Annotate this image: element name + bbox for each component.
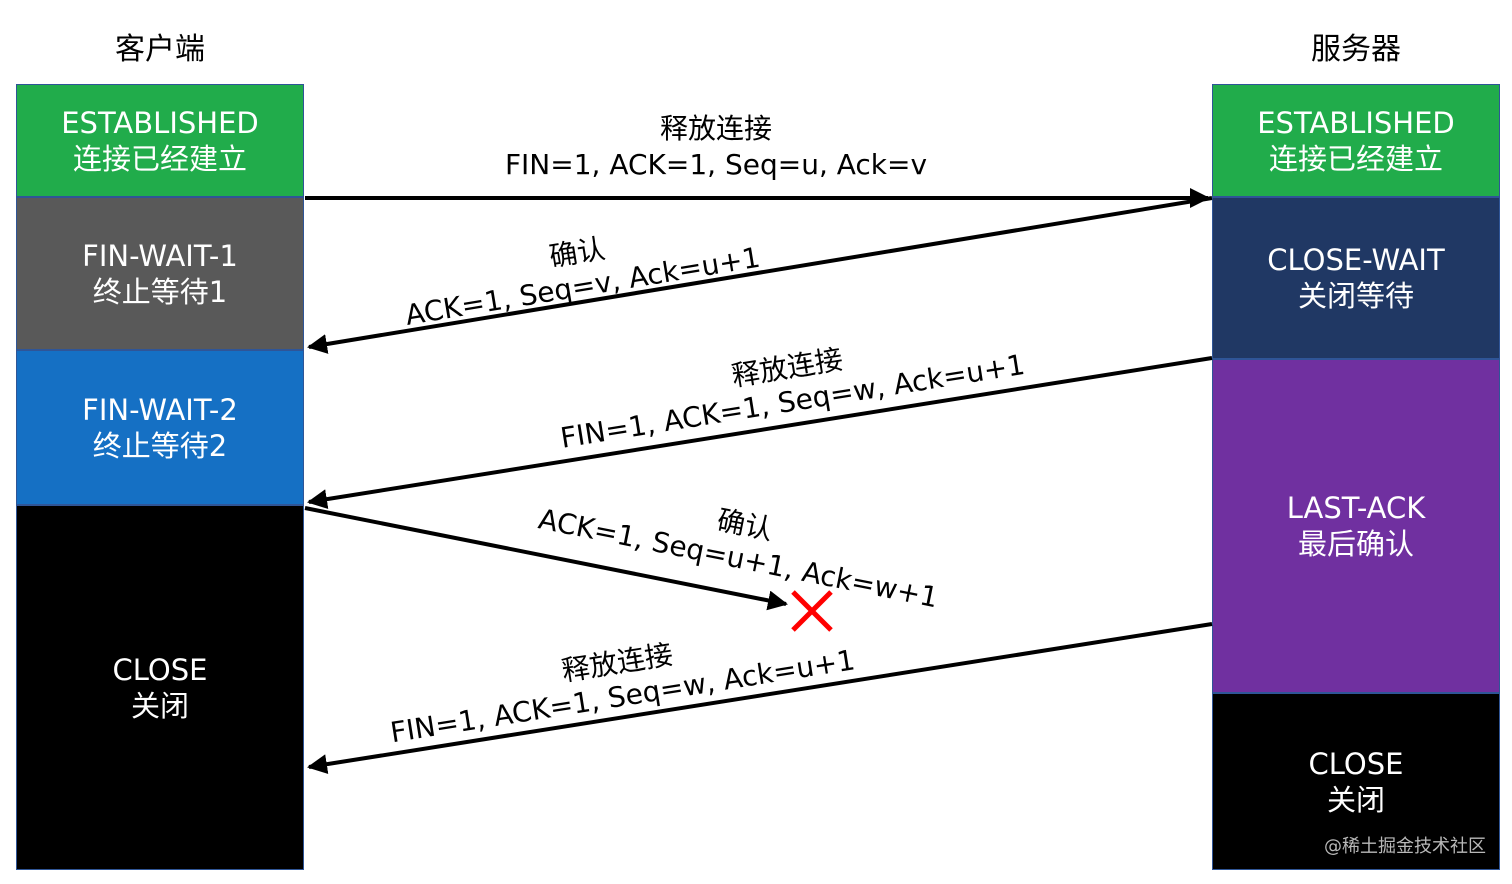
client-state-fin-wait-1: FIN-WAIT-1 终止等待1 (16, 197, 304, 350)
state-code: ESTABLISHED (61, 105, 259, 140)
client-state-close: CLOSE 关闭 (16, 505, 304, 870)
client-title: 客户端 (115, 32, 205, 67)
client-state-established: ESTABLISHED 连接已经建立 (16, 84, 304, 197)
state-code: CLOSE (1308, 746, 1404, 781)
arrow-ack-1 (307, 196, 1213, 354)
state-label: 最后确认 (1297, 527, 1414, 561)
server-title: 服务器 (1311, 32, 1401, 67)
state-label: 关闭等待 (1297, 279, 1414, 313)
state-label: 终止等待2 (92, 428, 228, 463)
arrow-fin-3 (307, 622, 1213, 775)
msg-1-title: 释放连接 (660, 112, 772, 145)
server-state-last-ack: LAST-ACK 最后确认 (1212, 359, 1500, 693)
server-state-close: CLOSE 关闭 (1212, 693, 1500, 870)
msg-1-params: FIN=1, ACK=1, Seq=u, Ack=v (505, 148, 927, 181)
state-code: CLOSE (112, 652, 208, 687)
arrow-ack-lost (304, 506, 788, 611)
state-code: FIN-WAIT-2 (82, 392, 238, 427)
state-code: CLOSE-WAIT (1267, 243, 1445, 277)
watermark: @稀土掘金技术社区 (1324, 836, 1486, 857)
server-state-established: ESTABLISHED 连接已经建立 (1212, 84, 1500, 197)
state-code: FIN-WAIT-1 (82, 238, 238, 273)
x-mark-icon (791, 590, 833, 632)
state-label: 连接已经建立 (1268, 141, 1443, 176)
arrow-fin-2 (307, 356, 1213, 510)
state-label: 连接已经建立 (72, 141, 247, 176)
state-label: 终止等待1 (92, 274, 228, 309)
state-code: LAST-ACK (1286, 491, 1426, 525)
state-code: ESTABLISHED (1257, 105, 1455, 140)
server-state-close-wait: CLOSE-WAIT 关闭等待 (1212, 197, 1500, 359)
state-label: 关闭 (130, 688, 189, 723)
state-label: 关闭 (1326, 782, 1385, 817)
client-state-fin-wait-2: FIN-WAIT-2 终止等待2 (16, 350, 304, 505)
